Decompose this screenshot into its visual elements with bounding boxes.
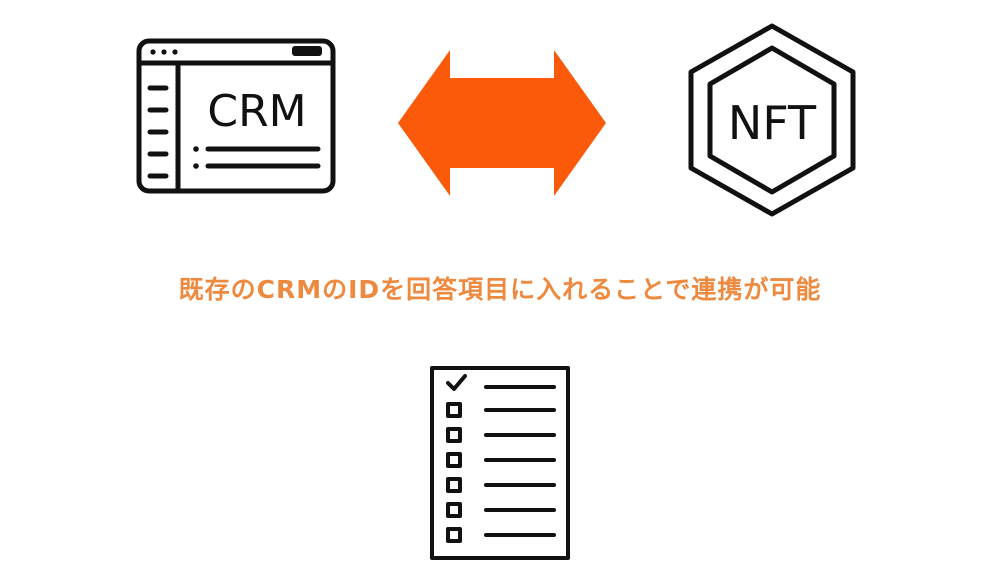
nft-hexagon-icon: NFT [688,23,856,217]
arrow-shape [398,50,606,196]
nft-label: NFT [728,96,817,150]
check-mark-icon [446,374,467,391]
caption-text: 既存のCRMのIDを回答項目に入れることで連携が可能 [178,275,822,304]
checklist-form-icon [430,366,570,560]
double-arrow-icon [398,50,606,196]
crm-window-icon: CRM [136,38,336,194]
crm-label: CRM [207,86,306,137]
